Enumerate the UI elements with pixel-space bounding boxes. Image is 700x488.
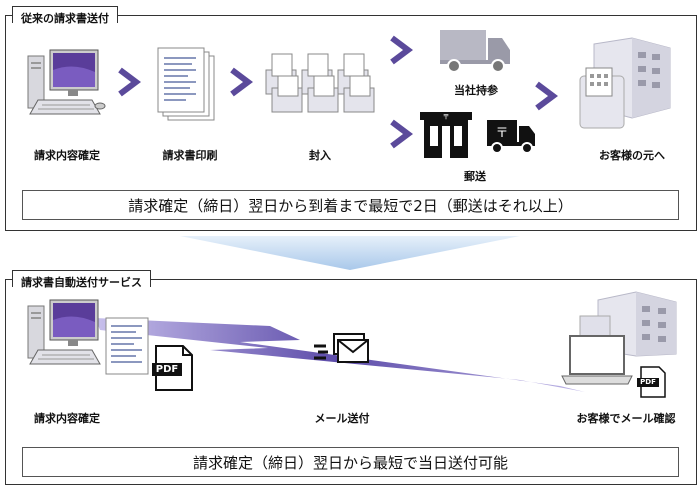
computer-icon [27, 299, 101, 365]
step-customer-label: お客様の元へ [599, 149, 665, 162]
arrow-right-icon [390, 35, 413, 65]
svg-text:〒: 〒 [495, 126, 508, 141]
document-icon [105, 317, 149, 375]
arrow-right-icon [118, 67, 141, 97]
step-seal-label: 封入 [309, 149, 331, 162]
arrow-right-icon [230, 67, 253, 97]
post-office-icon: 〒 [420, 112, 472, 158]
svg-text:〒: 〒 [443, 113, 450, 121]
step-mail-label: 郵送 [464, 170, 486, 183]
computer-icon [27, 49, 106, 115]
envelope-stack-icon [265, 53, 375, 113]
arrow-right-icon [535, 81, 558, 111]
step-print-label: 請求書印刷 [162, 149, 218, 162]
pdf-badge-label: PDF [152, 363, 182, 376]
down-arrow-icon [180, 236, 520, 270]
pdf-badge-label: PDF [637, 378, 659, 387]
step-self-delivery-label: 当社持参 [454, 84, 498, 97]
traditional-summary: 請求確定（締日）翌日から到着まで最短で2日（郵送はそれ以上） [22, 190, 679, 220]
email-icon [314, 333, 369, 363]
automatic-panel-title: 請求書自動送付サービス [12, 270, 151, 289]
arrow-right-icon [390, 119, 413, 149]
document-stack-icon [157, 47, 215, 121]
laptop-icon [561, 335, 633, 385]
automatic-summary: 請求確定（締日）翌日から最短で当日送付可能 [22, 447, 679, 477]
truck-icon: 〒 [487, 120, 535, 154]
traditional-panel-title: 従来の請求書送付 [12, 6, 118, 25]
auto-step-customer-label: お客様でメール確認 [576, 412, 676, 425]
auto-step-confirm-label: 請求内容確定 [34, 412, 100, 425]
pdf-file-icon: PDF [152, 345, 193, 391]
auto-step-email-label: メール送付 [314, 412, 370, 425]
pdf-file-icon: PDF [637, 366, 666, 398]
truck-icon [440, 30, 510, 73]
step-confirm-label: 請求内容確定 [34, 149, 100, 162]
building-icon [579, 37, 671, 129]
